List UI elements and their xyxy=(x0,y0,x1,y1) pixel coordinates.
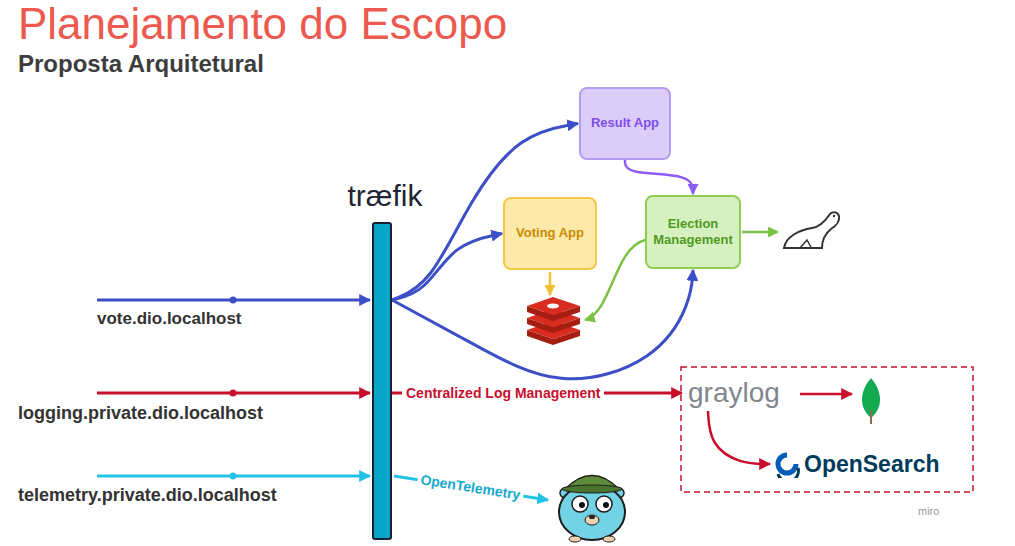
logging-group-border xyxy=(681,367,973,492)
connector-arrow xyxy=(392,234,502,301)
icon-arc xyxy=(778,468,798,478)
mongodb-leaf-icon xyxy=(862,378,880,424)
gopher-nose xyxy=(589,515,595,519)
seal-eye xyxy=(833,215,835,217)
logo-text: træfik xyxy=(330,176,440,216)
gopher-hat-brim xyxy=(562,485,622,493)
service-name: Voting App xyxy=(516,225,584,241)
voting-to-redis-arrow xyxy=(549,272,552,295)
gopher-foot xyxy=(603,536,615,542)
gopher-icon xyxy=(559,476,625,543)
opensearch-logo: OpenSearch xyxy=(772,447,942,481)
gopher-foot xyxy=(569,536,581,542)
gopher-snout xyxy=(585,515,599,525)
redis-star xyxy=(547,304,559,309)
seal-body xyxy=(784,212,839,248)
proxy-bar xyxy=(372,222,392,540)
line-dot xyxy=(230,390,237,397)
gopher-eye xyxy=(572,496,588,512)
line-label: OpenTelemetry xyxy=(416,470,524,503)
gopher-pupil xyxy=(603,502,609,508)
service-box: Election Management xyxy=(645,195,741,269)
logo-text: graylog xyxy=(688,377,780,409)
redis-icon xyxy=(527,297,580,345)
page-title: Planejamento do Escopo xyxy=(18,0,507,48)
traefik-proxy: træfik xyxy=(330,176,440,542)
graylog-logo: graylog xyxy=(686,377,782,409)
logo-text: OpenSearch xyxy=(804,449,940,479)
service-box: Result App xyxy=(579,87,671,160)
connector-arrow xyxy=(625,160,693,194)
gopher-pupil xyxy=(579,502,585,508)
gopher-eye xyxy=(596,496,612,512)
host-name: vote.dio.localhost xyxy=(97,309,242,329)
seal-flipper xyxy=(800,240,812,249)
ingress-lines xyxy=(97,297,370,480)
host-name: telemetry.private.dio.localhost xyxy=(18,485,277,507)
connector-arrow xyxy=(392,270,693,379)
page-subtitle: Proposta Arquitetural xyxy=(18,50,264,79)
line-dot xyxy=(230,473,237,480)
gopher-body xyxy=(559,484,625,540)
graylog-to-mongodb-arrow xyxy=(800,393,852,396)
icon-arrows xyxy=(394,232,852,500)
service-box: Voting App xyxy=(503,197,597,270)
icon-arc xyxy=(778,455,796,473)
redis-layer-top xyxy=(527,297,580,315)
edge-label: Centralized Log Management xyxy=(402,385,604,402)
service-name: Result App xyxy=(591,115,659,131)
opensearch-icon xyxy=(774,450,800,478)
line-dot xyxy=(230,297,237,304)
service-name: Election Management xyxy=(653,216,733,249)
watermark: miro xyxy=(918,505,939,518)
mariadb-seal-icon xyxy=(784,212,839,249)
leaf-stem xyxy=(870,410,872,424)
connector-arrow xyxy=(708,411,770,464)
election-to-mariadb-arrow xyxy=(742,231,778,234)
host-name: logging.private.dio.localhost xyxy=(18,403,263,425)
